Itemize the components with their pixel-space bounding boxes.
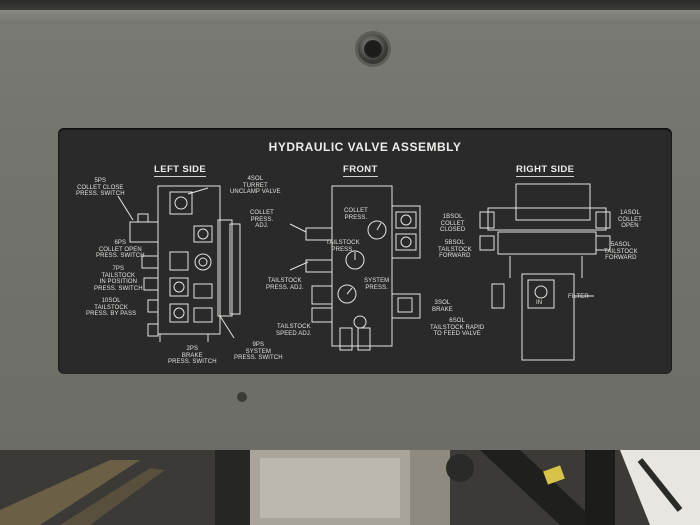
plate-title: HYDRAULIC VALVE ASSEMBLY <box>268 140 462 154</box>
hydraulic-valve-plate: HYDRAULIC VALVE ASSEMBLY LEFT SIDE FRONT… <box>58 128 672 374</box>
front-manifold-drawing <box>289 185 421 351</box>
label-1asol: 1ASOL COLLET OPEN <box>618 210 642 229</box>
panel-lip <box>0 10 700 24</box>
section-front: FRONT <box>343 164 378 177</box>
label-5asol: 5ASOL TAILSTOCK FORWARD <box>604 242 638 261</box>
label-1bsol: 1BSOL COLLET CLOSED <box>440 214 466 233</box>
label-in: IN <box>536 300 543 306</box>
label-6ps: 6PS COLLET OPEN PRESS. SWITCH <box>96 240 145 259</box>
section-right-side: RIGHT SIDE <box>516 164 575 177</box>
label-tailstock-press-adj: TAILSTOCK PRESS. ADJ. <box>266 278 304 291</box>
label-tailstock-speed-adj: TAILSTOCK SPEED ADJ. <box>276 324 312 337</box>
label-system-press: SYSTEM PRESS. <box>364 278 390 291</box>
label-10sol: 10SOL TAILSTOCK PRESS. BY PASS <box>86 298 137 317</box>
label-5bsol: 5BSOL TAILSTOCK FORWARD <box>438 240 472 259</box>
label-2ps: 2PS BRAKE PRESS. SWITCH <box>168 346 217 365</box>
label-6sol: 6SOL TAILSTOCK RAPID TO FEED VALVE <box>430 318 485 337</box>
label-collet-press-adj: COLLET PRESS. ADJ. <box>250 210 274 229</box>
bolt-hole <box>364 40 382 58</box>
label-9ps: 9PS SYSTEM PRESS. SWITCH <box>234 342 283 361</box>
lower-pipes-drawing <box>0 450 700 525</box>
label-filter: FILTER <box>568 294 589 300</box>
left-manifold-drawing <box>117 185 241 342</box>
label-7ps: 7PS TAILSTOCK IN POSITION PRESS. SWITCH <box>94 266 143 292</box>
label-tailstock-press: TAILSTOCK PRESS. <box>326 240 360 253</box>
right-manifold-drawing <box>479 183 611 361</box>
label-4sol: 4SOL TURRET UNCLAMP VALVE <box>230 176 281 195</box>
section-left-side: LEFT SIDE <box>154 164 207 177</box>
lower-machine-area <box>0 450 700 525</box>
panel-screw <box>237 392 247 402</box>
valve-diagram <box>117 183 611 361</box>
label-3sol: 3SOL BRAKE <box>432 300 453 313</box>
label-5ps: 5PS COLLET CLOSE PRESS. SWITCH <box>76 178 125 197</box>
label-collet-press: COLLET PRESS. <box>344 208 368 221</box>
